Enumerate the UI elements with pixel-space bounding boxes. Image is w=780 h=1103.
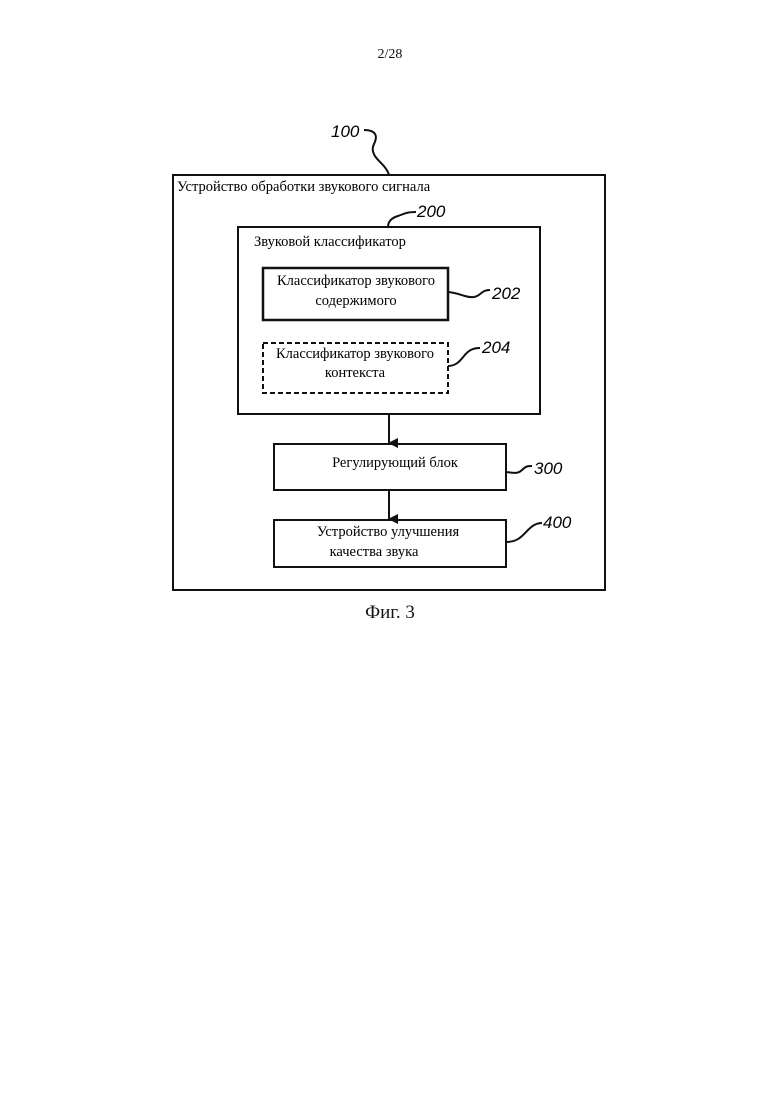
context-classifier-line2: контекста — [325, 365, 386, 381]
audio-processing-device-label: Устройство обработки звукового сигнала — [177, 179, 431, 195]
sound-enhancer-line2: качества звука — [330, 544, 419, 560]
adjusting-unit-label: Регулирующий блок — [332, 455, 459, 471]
ref-leader-300 — [506, 466, 532, 473]
content-classifier-line2: содержимого — [315, 293, 396, 309]
context-classifier-line1: Классификатор звукового — [276, 346, 434, 362]
ref-label-400: 400 — [543, 513, 572, 532]
figure-caption: Фиг. 3 — [0, 602, 780, 624]
ref-leader-200 — [388, 212, 416, 227]
ref-label-202: 202 — [491, 284, 521, 303]
ref-label-204: 204 — [481, 338, 510, 357]
content-classifier-line1: Классификатор звукового — [277, 273, 435, 289]
sound-classifier-label: Звуковой классификатор — [254, 234, 406, 250]
ref-leader-400 — [506, 523, 542, 542]
ref-leader-202 — [448, 290, 490, 297]
ref-label-300: 300 — [534, 459, 563, 478]
ref-label-100: 100 — [331, 122, 360, 141]
sound-enhancer-line1: Устройство улучшения — [317, 524, 460, 540]
ref-leader-100 — [364, 130, 389, 175]
ref-leader-204 — [448, 348, 480, 366]
ref-label-200: 200 — [416, 202, 446, 221]
